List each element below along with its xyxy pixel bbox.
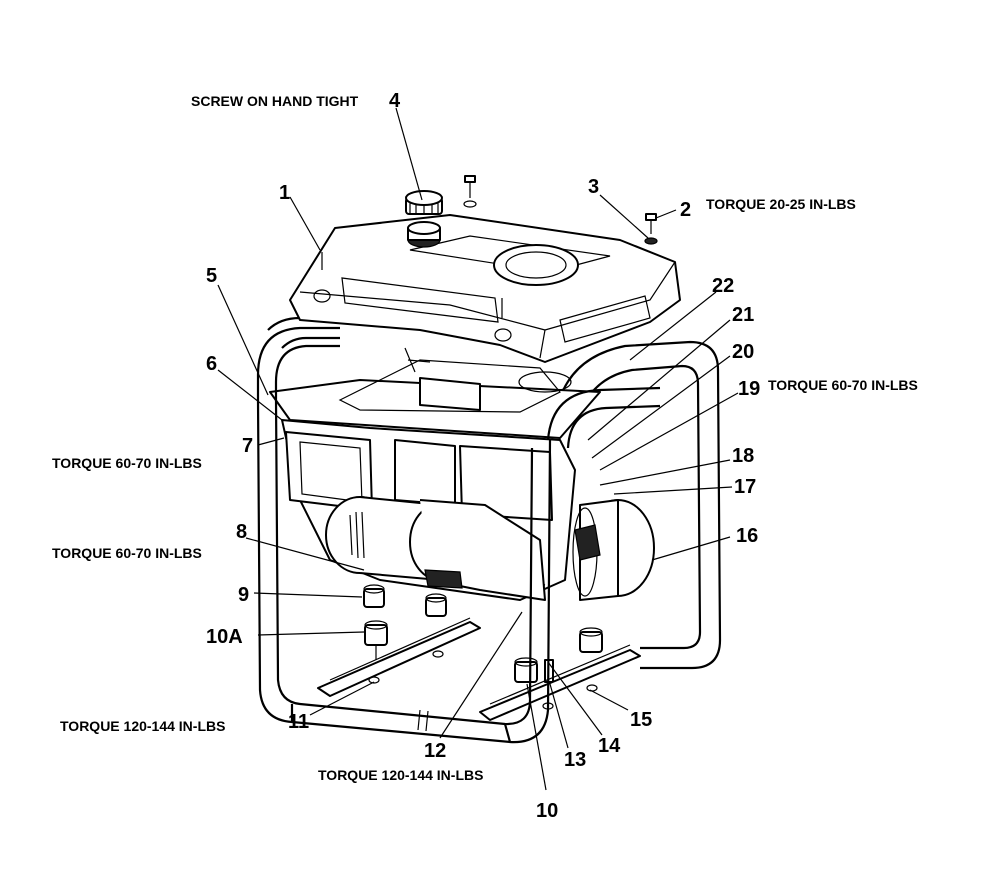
- callout-numbers: 1 2 3 4 5 6 7 8 9 10A 11 12 13 14 15 16 …: [206, 90, 760, 822]
- callout-4: 4: [389, 90, 401, 112]
- note-torque-20-25: TORQUE 20-25 IN-LBS: [706, 196, 856, 212]
- callout-20: 20: [732, 341, 754, 363]
- callout-17: 17: [734, 476, 756, 498]
- tank-bolts: [321, 175, 658, 318]
- fuel-tank: [289, 214, 681, 363]
- callout-3: 3: [588, 176, 599, 198]
- callout-19: 19: [738, 378, 760, 400]
- callout-16: 16: [736, 525, 758, 547]
- leader-lines: [217, 107, 739, 791]
- callout-14: 14: [598, 735, 621, 757]
- callout-10: 10: [536, 800, 558, 822]
- callout-7: 7: [242, 435, 253, 457]
- callout-6: 6: [206, 353, 217, 375]
- engine-top-plate: [269, 347, 601, 439]
- frame-front-top: [256, 326, 661, 449]
- callout-22: 22: [712, 275, 734, 297]
- torque-notes: SCREW ON HAND TIGHT TORQUE 20-25 IN-LBS …: [52, 93, 918, 783]
- note-torque-120-144-left: TORQUE 120-144 IN-LBS: [60, 718, 225, 734]
- base-rails: [317, 617, 641, 721]
- callout-15: 15: [630, 709, 652, 731]
- fuel-cap: [405, 190, 443, 215]
- callout-9: 9: [238, 584, 249, 606]
- note-torque-60-70-left-lower: TORQUE 60-70 IN-LBS: [52, 545, 202, 561]
- callout-18: 18: [732, 445, 754, 467]
- alternator: [325, 496, 546, 601]
- note-torque-120-144-bottom: TORQUE 120-144 IN-LBS: [318, 767, 483, 783]
- callout-8: 8: [236, 521, 247, 543]
- muffler: [572, 499, 655, 601]
- frame-rear: [267, 316, 722, 670]
- callout-2: 2: [680, 199, 691, 221]
- note-torque-60-70-left-upper: TORQUE 60-70 IN-LBS: [52, 455, 202, 471]
- vibration-mounts: [363, 584, 603, 683]
- callout-5: 5: [206, 265, 217, 287]
- generator-drawing: [256, 175, 722, 744]
- callout-11: 11: [288, 711, 309, 733]
- callout-21: 21: [732, 304, 754, 326]
- callout-1: 1: [279, 182, 290, 204]
- callout-13: 13: [564, 749, 586, 771]
- note-screw-hand-tight: SCREW ON HAND TIGHT: [191, 93, 359, 109]
- callout-10a: 10A: [206, 626, 243, 648]
- frame-front: [256, 399, 552, 744]
- callout-12: 12: [424, 740, 446, 762]
- note-torque-60-70-right: TORQUE 60-70 IN-LBS: [768, 377, 918, 393]
